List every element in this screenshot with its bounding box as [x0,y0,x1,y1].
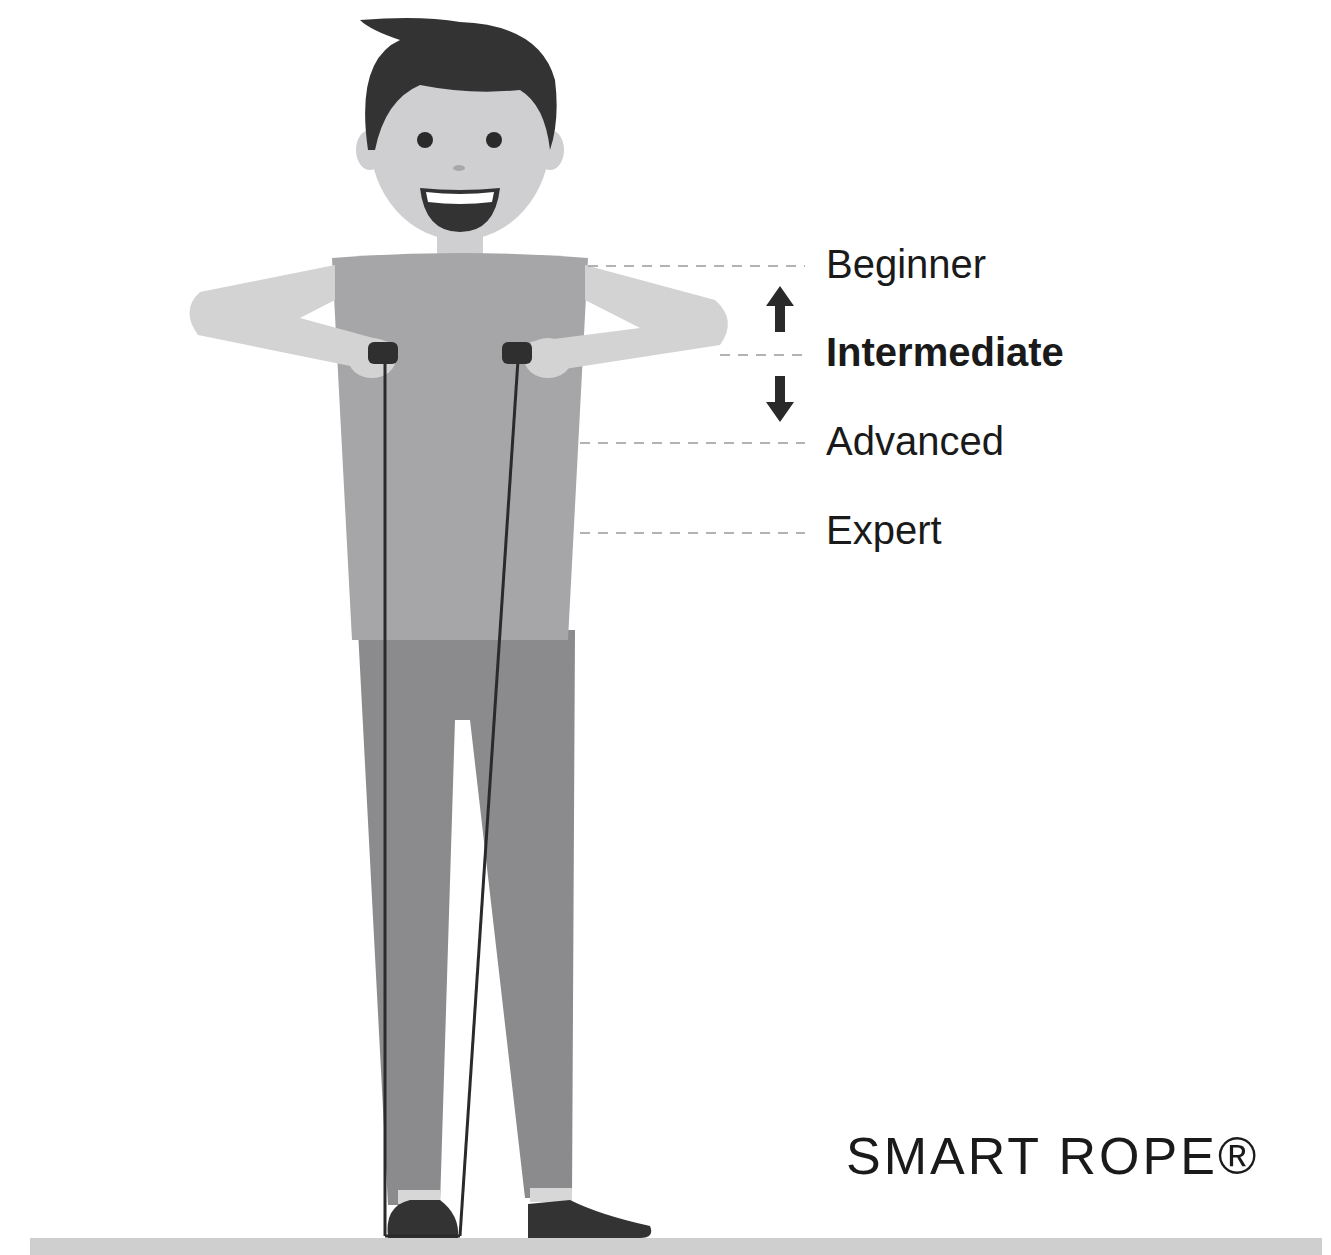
level-line [580,532,805,534]
level-line [588,265,805,267]
rope [384,360,387,1236]
eye [417,132,433,148]
rope [385,1235,460,1238]
shoe [387,1200,458,1238]
level-lines [580,266,805,533]
down-arrow [766,376,794,422]
rope [460,360,518,1236]
eye [486,132,502,148]
rope-handle [368,342,398,364]
up-arrow [766,286,794,332]
nose [453,165,465,171]
teeth [426,192,494,204]
shoe [528,1200,651,1238]
level-label: Advanced [826,419,1004,464]
rope-handle [502,342,532,364]
level-line [580,442,805,444]
level-label: Expert [826,508,942,553]
brand-logo: SMART ROPE® [846,1126,1259,1186]
mouth [420,188,500,232]
shirt [332,253,588,640]
level-line [720,354,805,356]
hair [360,18,557,150]
floor [30,1238,1322,1255]
ankle [530,1188,572,1202]
level-label: Beginner [826,242,986,287]
level-label: Intermediate [826,330,1064,375]
